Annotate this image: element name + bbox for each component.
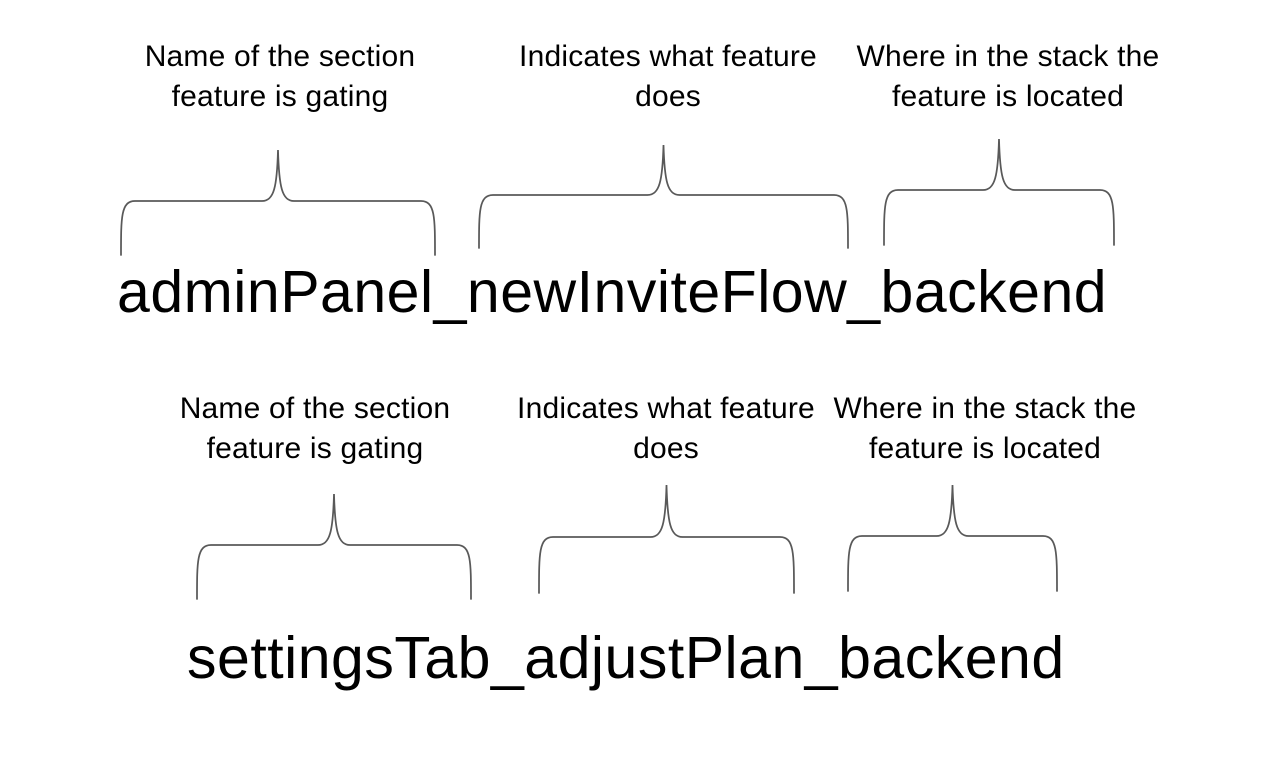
annotation-label-stack: Where in the stack the feature is locate… bbox=[833, 392, 1137, 465]
curly-brace-icon bbox=[883, 137, 1115, 246]
flag-name-text: settingsTab_adjustPlan_backend bbox=[187, 625, 1065, 691]
annotation-label-section: Name of the section feature is gating bbox=[179, 392, 451, 465]
annotation-label-stack: Where in the stack the feature is locate… bbox=[856, 40, 1160, 113]
annotation-label-feature: Indicates what feature does bbox=[517, 392, 815, 465]
curly-brace-icon bbox=[196, 492, 472, 600]
curly-brace-icon bbox=[847, 483, 1058, 592]
curly-brace-icon bbox=[478, 143, 849, 249]
annotation-label-feature: Indicates what feature does bbox=[519, 40, 817, 113]
annotation-label-section: Name of the section feature is gating bbox=[144, 40, 416, 113]
curly-brace-icon bbox=[538, 483, 795, 594]
flag-name-text: adminPanel_newInviteFlow_backend bbox=[117, 259, 1108, 325]
curly-brace-icon bbox=[120, 148, 436, 256]
